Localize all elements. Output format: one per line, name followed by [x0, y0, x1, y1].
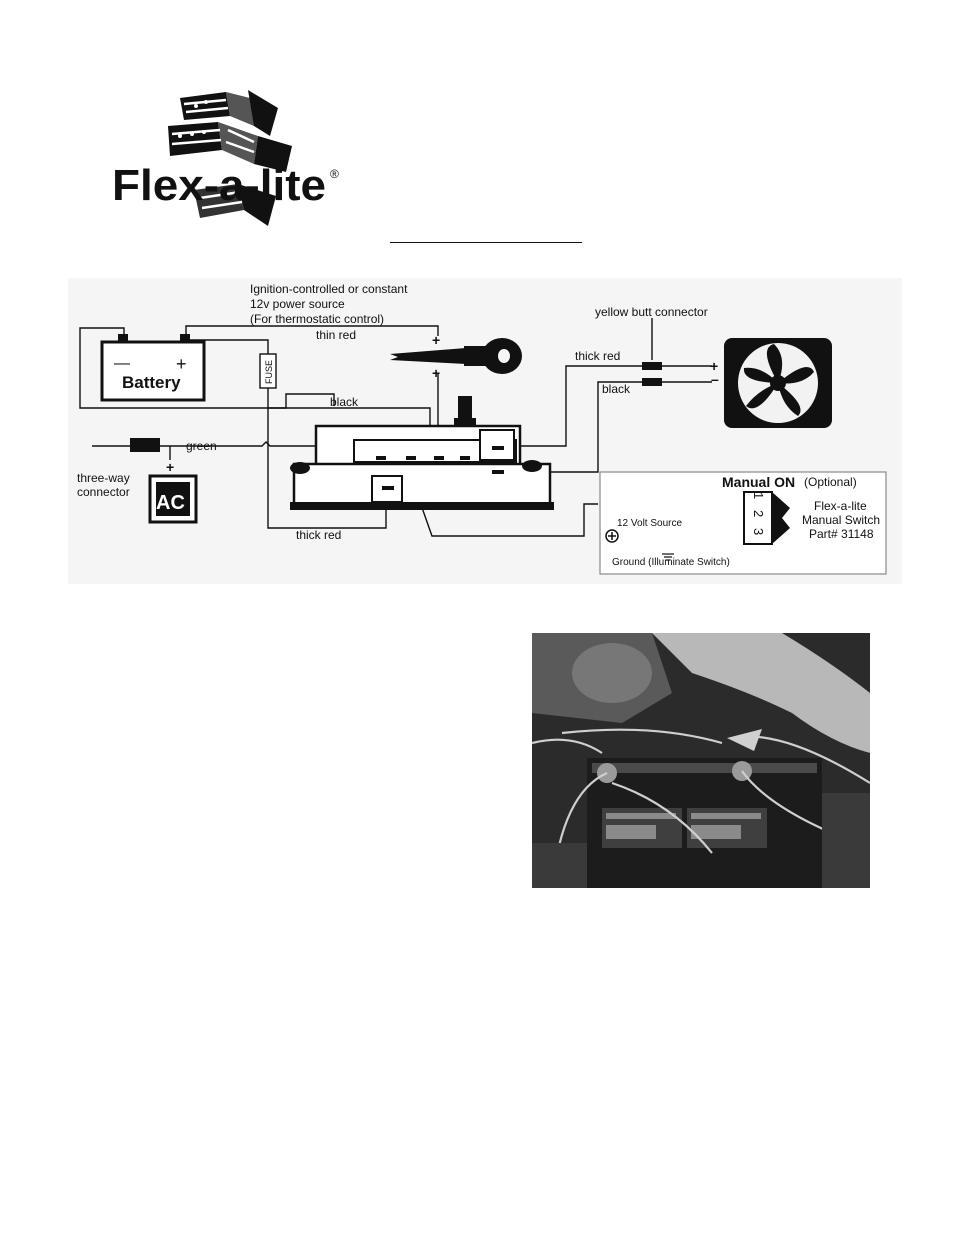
thin-red-label: thin red [316, 328, 356, 342]
ac-plus: + [166, 459, 174, 475]
fuse-label: FUSE [264, 360, 274, 384]
registered-mark: ® [330, 167, 339, 181]
ground-label: Ground (Illuminate Switch) [612, 557, 730, 568]
fan-controller-icon [290, 396, 554, 510]
ac-label: AC [156, 492, 185, 514]
switch-title: Manual ON [722, 474, 795, 490]
yellow-butt-label: yellow butt connector [595, 305, 708, 319]
three-way-label-1: three-way [77, 471, 130, 485]
yellow-butt-connector-top [642, 362, 662, 370]
photo-illustration [531, 633, 871, 889]
fan-plus: + [710, 358, 718, 374]
logo-flag-graphic: Flex-a-lite ® [112, 90, 339, 226]
ignition-key-icon [390, 338, 522, 374]
logo-brand-text: Flex-a-lite [112, 161, 326, 210]
key-plus-top: + [432, 332, 440, 348]
key-plus-bottom: + [432, 365, 440, 381]
black-wire-label: black [330, 395, 359, 409]
manual-switch-icon [743, 491, 790, 545]
three-way-connector-icon [130, 438, 160, 452]
black-right-label: black [602, 382, 631, 396]
volt-source-label: 12 Volt Source [617, 518, 682, 529]
ground-icon [662, 553, 674, 561]
switch-optional: (Optional) [804, 475, 857, 489]
switch-pin-3: 3 [751, 528, 766, 535]
power-source-line-3: (For thermostatic control) [250, 312, 384, 326]
battery-icon [100, 340, 206, 402]
battery-plus: + [176, 354, 187, 374]
electric-fan-icon [724, 338, 832, 428]
thick-red-top-label: thick red [575, 349, 620, 363]
battery-label: Battery [122, 373, 181, 392]
wiring-diagram-svg: Battery — + FUSE [77, 282, 887, 575]
fan-minus: – [711, 371, 719, 387]
title-underline [390, 242, 582, 243]
flex-a-lite-logo: Flex-a-lite ® [108, 86, 348, 236]
green-wire-label: green [186, 439, 217, 453]
engine-battery-photo [531, 633, 871, 889]
power-source-line-1: Ignition-controlled or constant [250, 282, 408, 296]
switch-name-3: Part# 31148 [809, 527, 874, 541]
fuse-icon [259, 353, 277, 389]
switch-name-2: Manual Switch [802, 513, 880, 527]
three-way-label-2: connector [77, 485, 130, 499]
switch-name-1: Flex-a-lite [814, 499, 867, 513]
battery-minus: — [114, 355, 130, 372]
yellow-butt-connector-bottom [642, 378, 662, 386]
thick-red-bottom-label: thick red [296, 528, 341, 542]
wiring-diagram: Battery — + FUSE [68, 278, 902, 584]
switch-pin-2: 2 [751, 510, 766, 517]
power-source-line-2: 12v power source [250, 297, 345, 311]
switch-pin-1: 1 [751, 492, 766, 499]
